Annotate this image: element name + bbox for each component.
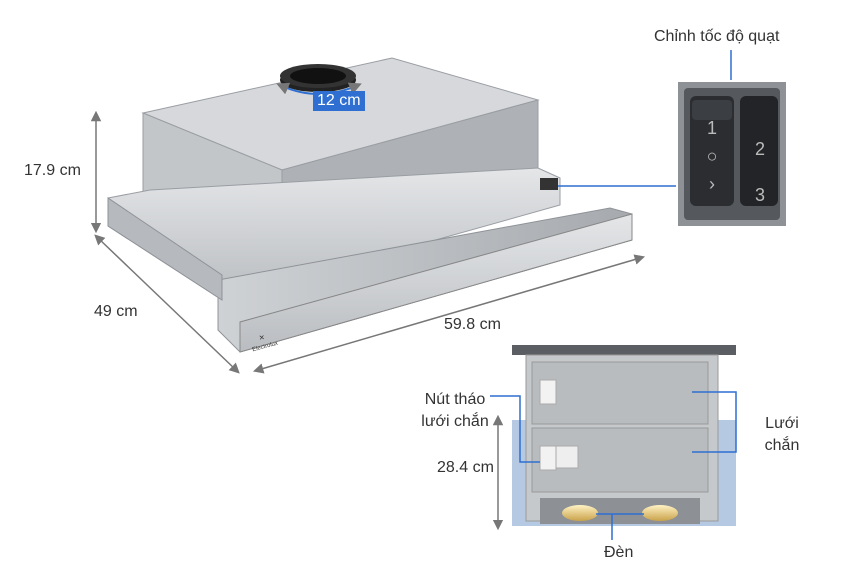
lamp-lines	[596, 513, 644, 540]
duct-diameter-badge: 12 cm	[313, 91, 365, 111]
filter-label: Lưới chắn	[752, 413, 812, 457]
switch-mark-2: 2	[754, 139, 765, 159]
hood-body	[107, 57, 633, 353]
svg-text:✕: ✕	[259, 335, 266, 343]
switch-right-marks: 2 3	[748, 126, 772, 218]
filter-release-label: Nút tháo lưới chắn	[410, 389, 500, 433]
lamp-label: Đèn	[604, 544, 634, 561]
fan-speed-label: Chỉnh tốc độ quạt	[654, 28, 780, 45]
switch-mark-arrow: ›	[709, 174, 715, 194]
width-arrow	[252, 254, 646, 374]
hood-underside	[512, 345, 736, 526]
switch-left-marks: 1 ○ ›	[700, 114, 724, 198]
depth-arrow	[94, 234, 240, 374]
switch-mark-1: 1	[706, 118, 717, 138]
height-label: 17.9 cm	[24, 162, 81, 179]
extended-height-label: 28.4 cm	[437, 459, 494, 476]
filter-release-line2: lưới chắn	[421, 413, 489, 430]
filter-release-lines	[490, 395, 540, 463]
filter-release-line1: Nút tháo	[424, 391, 486, 408]
filter-line2: chắn	[764, 437, 800, 454]
filter-lines	[692, 391, 737, 453]
switch-closeup	[678, 82, 786, 226]
depth-label: 49 cm	[94, 303, 138, 320]
filter-line1: Lưới	[765, 415, 799, 432]
switch-mark-off: ○	[706, 146, 718, 166]
width-label: 59.8 cm	[444, 316, 501, 333]
switch-mark-3: 3	[754, 185, 765, 205]
